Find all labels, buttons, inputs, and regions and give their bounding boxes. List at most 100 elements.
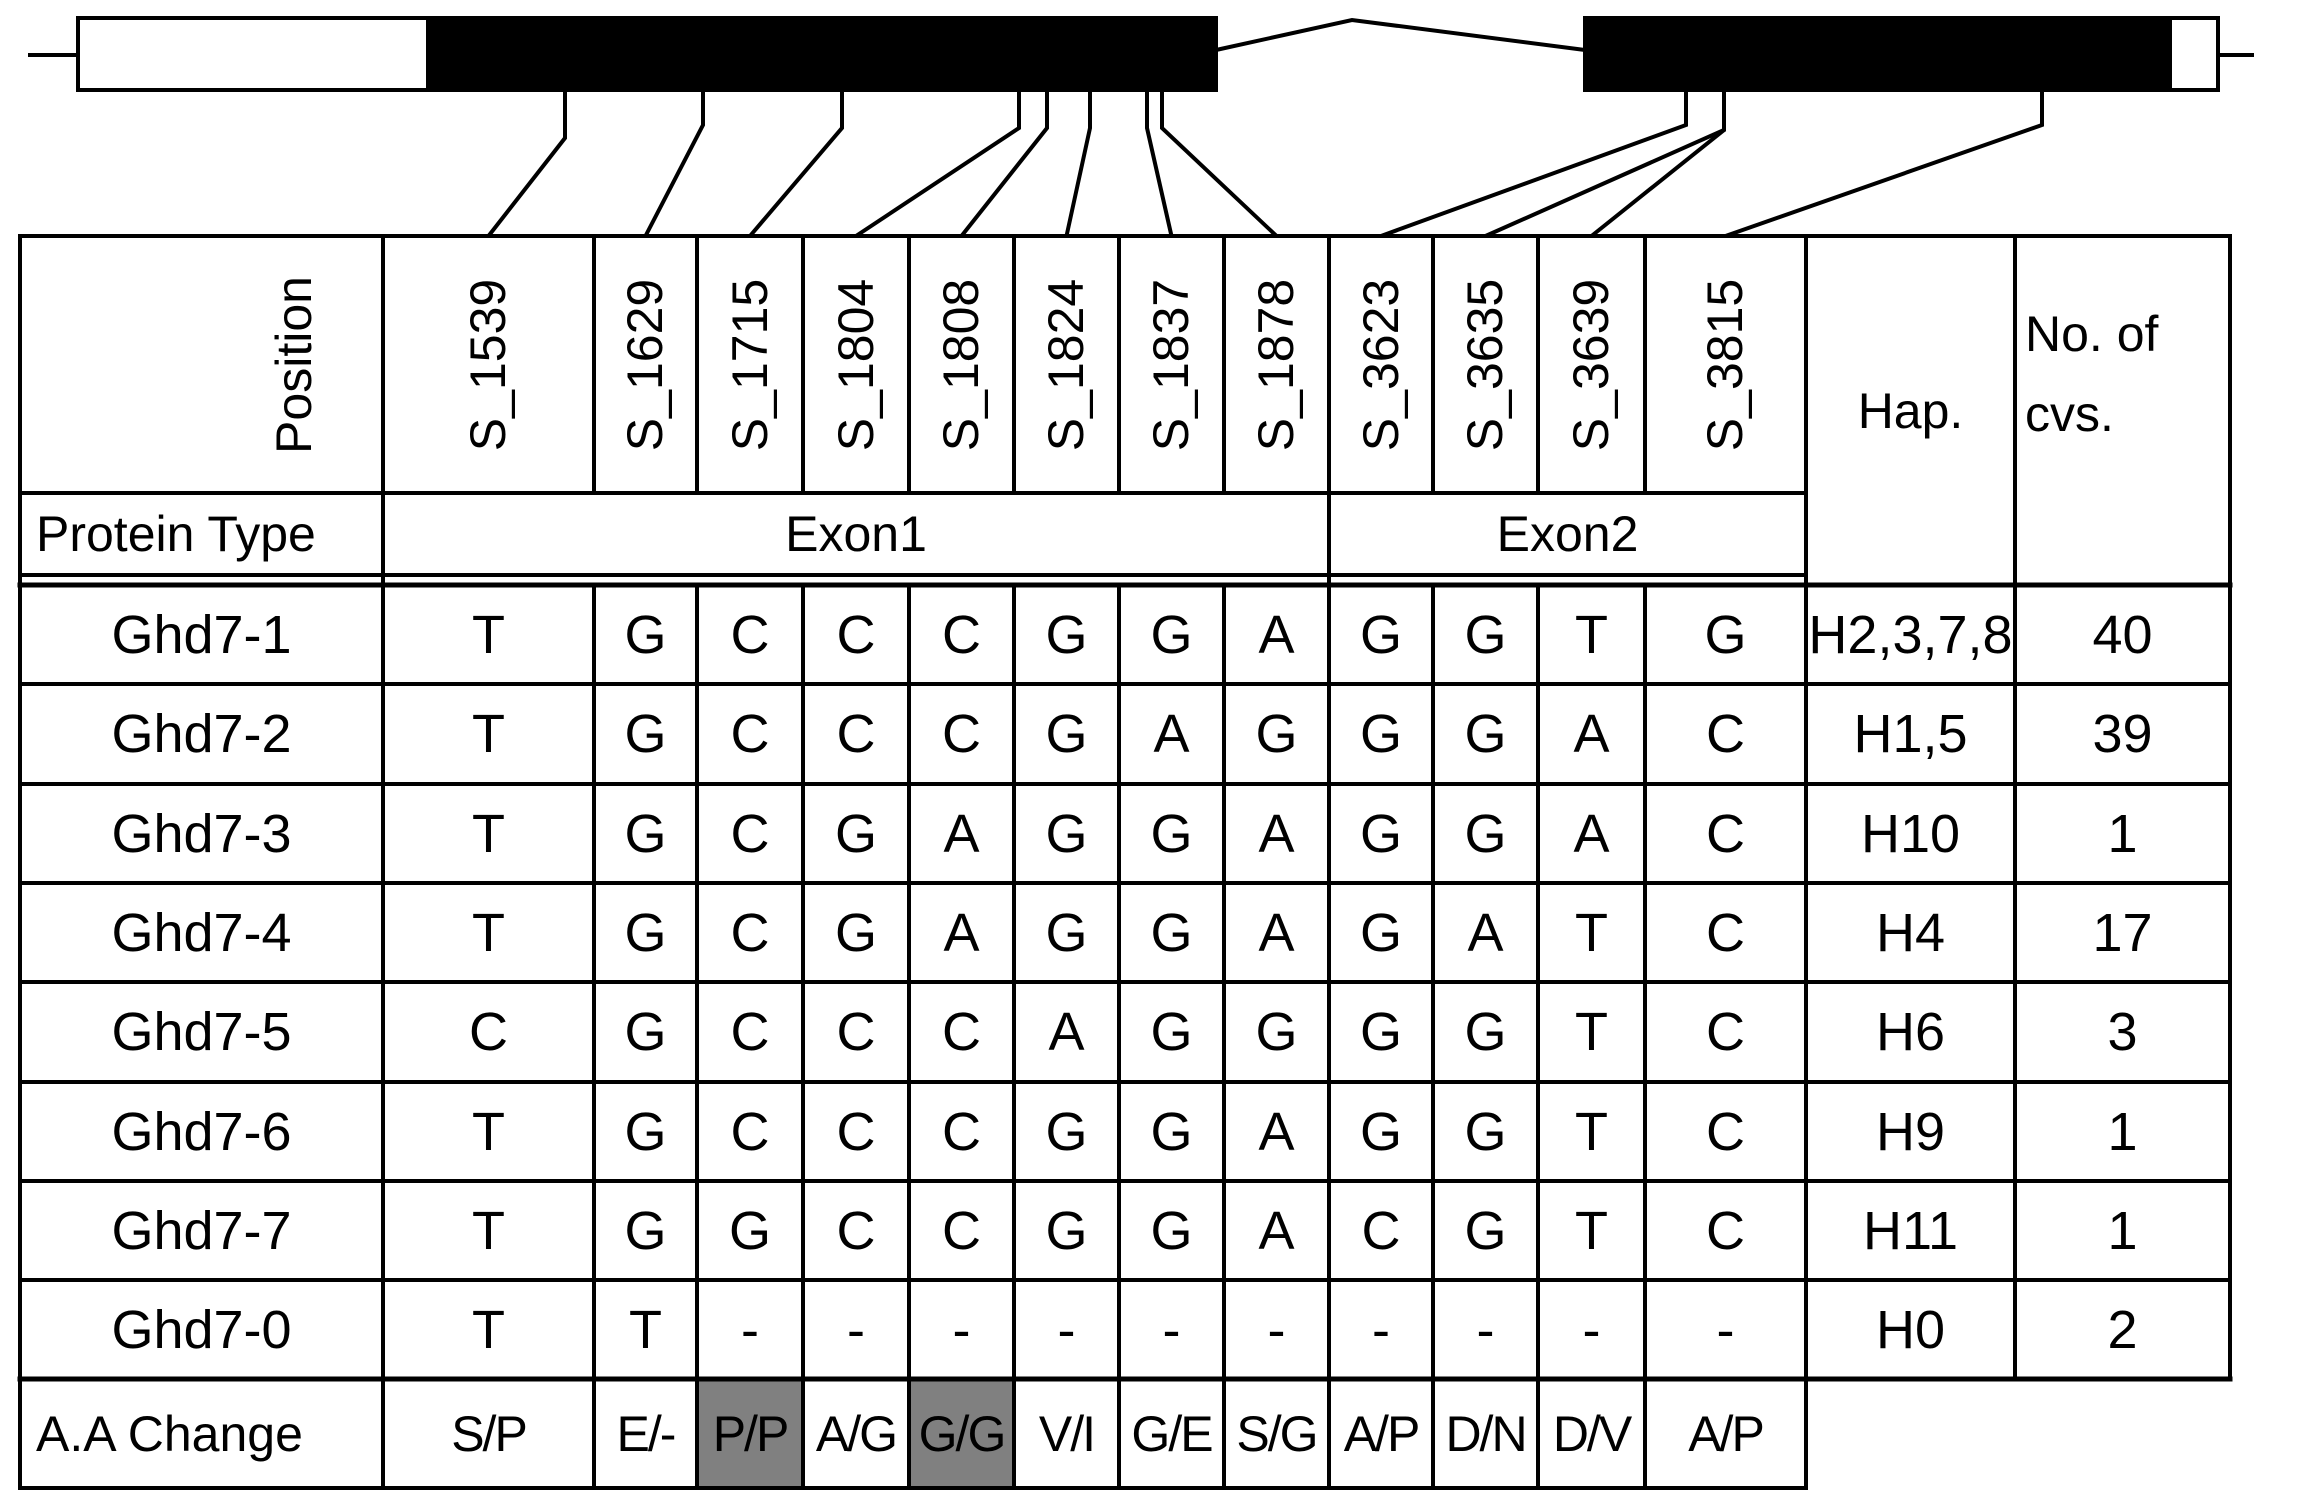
nucleotide-cell: T [472, 1101, 505, 1162]
nucleotide-cell: - [952, 1299, 971, 1360]
nucleotide-cell: T [472, 803, 505, 864]
nucleotide-cell: G [1045, 704, 1088, 764]
exon-group-label: Exon2 [1496, 506, 1639, 562]
nucleotide-cell: A [1467, 902, 1504, 963]
cultivar-count-cell: 40 [2092, 604, 2153, 665]
protein-type-name: Ghd7-2 [111, 704, 292, 764]
exon2-cds [1583, 16, 2172, 92]
nucleotide-cell: A [1258, 902, 1295, 963]
cvs-header: No. of cvs. [2025, 306, 2159, 442]
aa-highlight [909, 1379, 1014, 1488]
protein-type-name: Ghd7-1 [111, 604, 292, 665]
haplotype-cell: H4 [1875, 902, 1946, 963]
nucleotide-cell: T [472, 1200, 505, 1261]
nucleotide-cell: G [1150, 604, 1193, 665]
nucleotide-cell: G [1464, 1101, 1507, 1162]
nucleotide-cell: G [1045, 803, 1088, 864]
protein-type-name: Ghd7-7 [111, 1200, 292, 1261]
nucleotide-cell: T [472, 902, 505, 963]
cultivar-count-cell: 17 [2092, 902, 2153, 963]
haplotype-cell: H2,3,7,8 [1808, 604, 2013, 665]
nucleotide-cell: - [1267, 1299, 1286, 1360]
nucleotide-cell: C [942, 604, 981, 665]
nucleotide-cell: - [1582, 1299, 1601, 1360]
nucleotide-cell: G [1045, 902, 1088, 963]
aa-change-cell: A/P [1688, 1405, 1765, 1462]
aa-change-cell: A/P [1343, 1405, 1421, 1462]
nucleotide-cell: A [1258, 1200, 1295, 1261]
nucleotide-cell: - [741, 1299, 759, 1360]
nucleotide-cell: G [1255, 704, 1298, 764]
nucleotide-cell: - [1372, 1299, 1390, 1360]
nucleotide-cell: - [1162, 1299, 1181, 1360]
cultivar-count-cell: 39 [2092, 704, 2153, 764]
nucleotide-cell: A [1258, 1101, 1295, 1162]
connector-line [854, 90, 1021, 238]
nucleotide-cell: C [730, 902, 770, 963]
nucleotide-cell: T [1575, 902, 1608, 963]
nucleotide-cell: C [836, 704, 876, 764]
exon-group-label: Exon1 [785, 506, 927, 562]
nucleotide-cell: C [836, 604, 876, 665]
connector-line [1160, 90, 1278, 238]
protein-type-name: Ghd7-0 [111, 1299, 292, 1360]
nucleotide-cell: G [1359, 704, 1402, 764]
nucleotide-cell: G [624, 803, 667, 864]
aa-change-cell: P/P [712, 1405, 790, 1462]
nucleotide-cell: C [836, 1101, 876, 1162]
protein-type-name: Ghd7-6 [111, 1101, 292, 1162]
connector-line [1590, 90, 1726, 238]
aa-change-cell: G/G [918, 1405, 1007, 1462]
haplotype-cell: H1,5 [1853, 704, 1968, 764]
haplotype-cell: H6 [1875, 1002, 1946, 1062]
nucleotide-cell: G [1150, 1101, 1193, 1162]
hap-header: Hap. [1857, 382, 1964, 439]
nucleotide-cell: C [1706, 1101, 1745, 1162]
connector-line [748, 90, 844, 238]
nucleotide-cell: G [1464, 803, 1507, 864]
nucleotide-cell: G [1359, 1101, 1402, 1162]
nucleotide-cell: G [1045, 1200, 1088, 1261]
aa-change-cell: D/N [1445, 1405, 1527, 1462]
nucleotide-cell: C [730, 1101, 770, 1162]
nucleotide-cell: G [624, 1101, 667, 1162]
nucleotide-cell: C [730, 704, 770, 764]
nucleotide-cell: G [728, 1200, 771, 1261]
nucleotide-cell: G [1150, 902, 1193, 963]
nucleotide-cell: C [942, 704, 981, 764]
nucleotide-cell: T [472, 704, 505, 764]
nucleotide-cell: A [943, 803, 980, 864]
nucleotide-cell: G [1150, 1200, 1193, 1261]
nucleotide-cell: A [1258, 803, 1295, 864]
nucleotide-cell: - [847, 1299, 865, 1360]
nucleotide-cell: - [1057, 1299, 1076, 1360]
aa-change-cell: G/E [1131, 1405, 1213, 1462]
nucleotide-cell: C [730, 803, 770, 864]
cultivar-count-cell: 1 [2107, 803, 2138, 864]
nucleotide-cell: G [1359, 803, 1402, 864]
nucleotide-cell: G [1150, 1002, 1193, 1062]
connector-line [1724, 90, 2044, 238]
haplotype-cell: H0 [1875, 1299, 1946, 1360]
aa-change-cell: V/I [1038, 1405, 1096, 1462]
nucleotide-cell: G [1045, 1101, 1088, 1162]
nucleotide-cell: G [1704, 604, 1747, 665]
nucleotide-cell: T [472, 604, 505, 665]
nucleotide-cell: T [1575, 604, 1608, 665]
nucleotide-cell: G [624, 604, 667, 665]
protein-type-name: Ghd7-3 [111, 803, 292, 864]
aa-change-cell: D/V [1552, 1405, 1632, 1462]
nucleotide-cell: G [1359, 1002, 1402, 1062]
cultivar-count-cell: 1 [2107, 1200, 2138, 1261]
nucleotide-cell: T [1575, 1101, 1608, 1162]
nucleotide-cell: G [1255, 1002, 1298, 1062]
nucleotide-cell: G [1464, 604, 1507, 665]
nucleotide-cell: A [1573, 704, 1610, 764]
nucleotide-cell: C [942, 1101, 981, 1162]
nucleotide-cell: - [1716, 1299, 1735, 1360]
nucleotide-cell: G [624, 902, 667, 963]
nucleotide-cell: C [1706, 1002, 1745, 1062]
nucleotide-cell: G [834, 902, 877, 963]
cultivar-count-cell: 3 [2107, 1002, 2138, 1062]
